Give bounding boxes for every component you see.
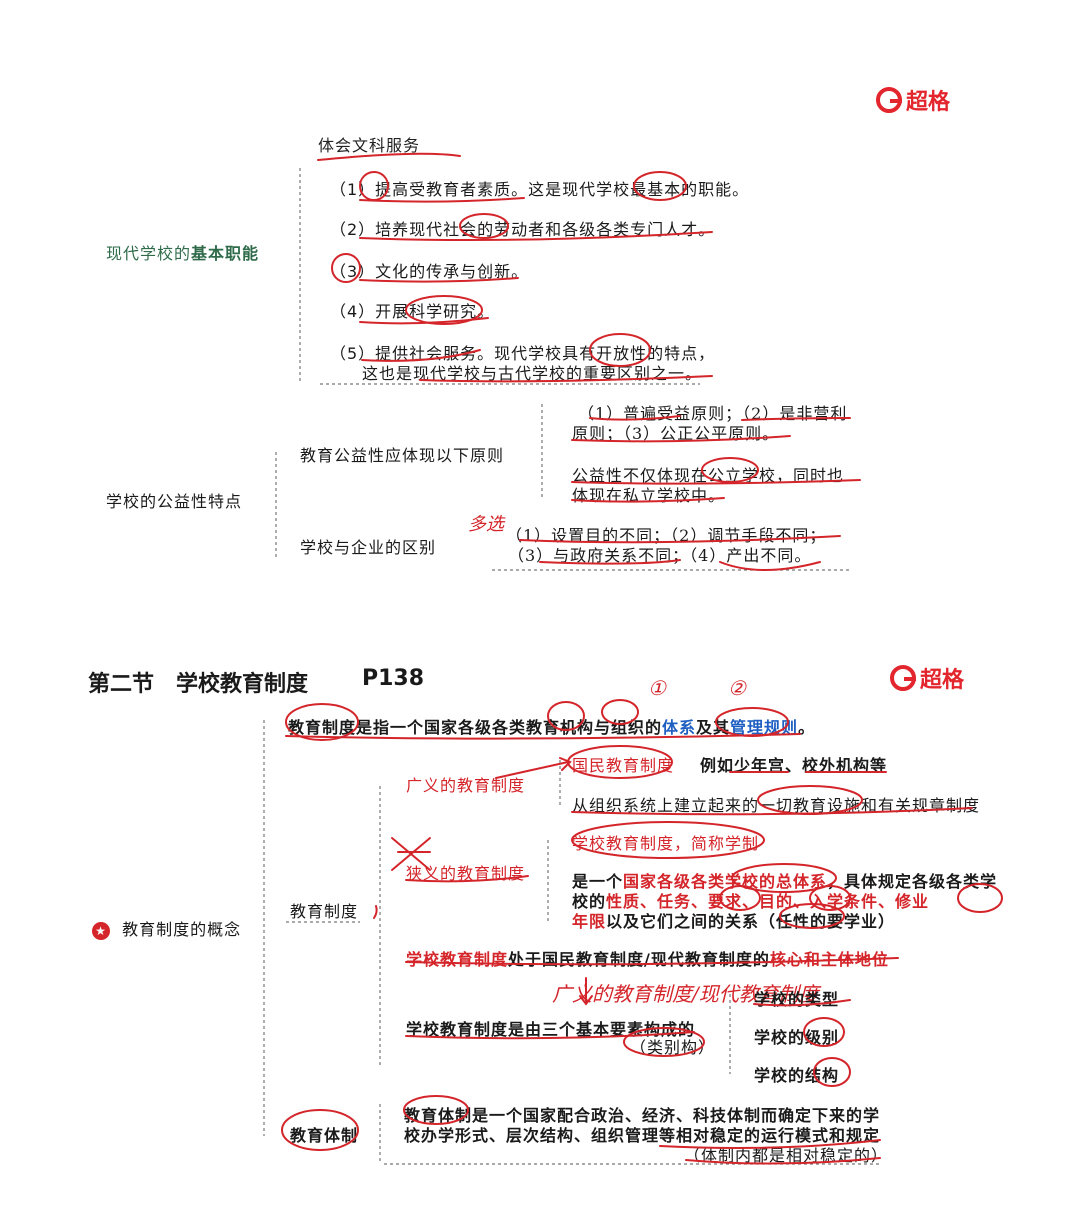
section-page: P138 xyxy=(362,666,425,691)
core-position: 学校教育制度处于国民教育制度/现代教育制度的核心和主体地位 xyxy=(406,950,889,969)
handnote: 体会文科服务 xyxy=(318,136,421,155)
welfare-root: 学校的公益性特点 xyxy=(106,492,243,511)
element-level: 学校的级别 xyxy=(754,1028,840,1047)
principles-line-2: 原则；（3）公正公平原则。 xyxy=(572,424,780,443)
brand-logo: 超格 xyxy=(876,84,950,116)
broad-description: 从组织系统上建立起来的一切教育设施和有关规章制度 xyxy=(572,796,981,815)
definition: 教育制度是指一个国家各级各类教育机构与组织的体系及其管理规则。 xyxy=(288,718,816,737)
narrow-node: 狭义的教育制度 xyxy=(406,864,526,883)
national-system: 国民教育制度 xyxy=(572,756,675,775)
concept-root: ★ 教育制度的概念 xyxy=(92,916,241,940)
star-icon: ★ xyxy=(92,922,110,940)
function-item-5-cont: 这也是现代学校与古代学校的重要区别之一。 xyxy=(362,364,703,383)
handnote-multi: 多选 xyxy=(468,514,504,535)
brand-g-icon-2 xyxy=(890,665,916,691)
welfare-branch-difference: 学校与企业的区别 xyxy=(300,538,437,557)
edu-system-node: 教育制度 xyxy=(290,902,359,921)
broad-node: 广义的教育制度 xyxy=(406,776,526,795)
narrow-abbr: 学校教育制度，简称学制 xyxy=(572,834,760,853)
brand-g-icon xyxy=(876,87,902,113)
welfare-note-2: 体现在私立学校中。 xyxy=(572,486,726,505)
handnote-num-1: ① xyxy=(648,676,666,700)
regime-node: 教育体制 xyxy=(290,1126,359,1145)
welfare-branch-principles: 教育公益性应体现以下原则 xyxy=(300,446,505,465)
functions-label: 现代学校的基本职能 xyxy=(106,244,260,263)
element-structure: 学校的结构 xyxy=(754,1066,840,1085)
handnote-num-2: ② xyxy=(728,676,746,700)
brand-logo-2: 超格 xyxy=(890,662,964,694)
regime-desc-1: 教育体制是一个国家配合政治、经济、科技体制而确定下来的学 xyxy=(404,1106,881,1125)
section-title: 第二节 学校教育制度 xyxy=(88,672,309,697)
function-item-3: （3）文化的传承与创新。 xyxy=(330,262,529,281)
broad-example: 例如少年宫、校外机构等 xyxy=(700,756,888,775)
function-item-4: （4）开展科学研究。 xyxy=(330,302,495,321)
regime-note: （体制内都是相对稳定的） xyxy=(684,1146,889,1165)
narrow-desc-3: 年限以及它们之间的关系（任性的要学业） xyxy=(572,912,896,931)
difference-line-2: （3）与政府关系不同；（4）产出不同。 xyxy=(508,546,812,565)
element-type: 学校的类型 xyxy=(754,990,840,1009)
function-item-1: （1）提高受教育者素质。这是现代学校最基本的职能。 xyxy=(330,180,750,199)
function-item-2: （2）培养现代社会的劳动者和各级各类专门人才。 xyxy=(330,220,716,239)
three-elements-note: （类别构） xyxy=(630,1038,716,1057)
